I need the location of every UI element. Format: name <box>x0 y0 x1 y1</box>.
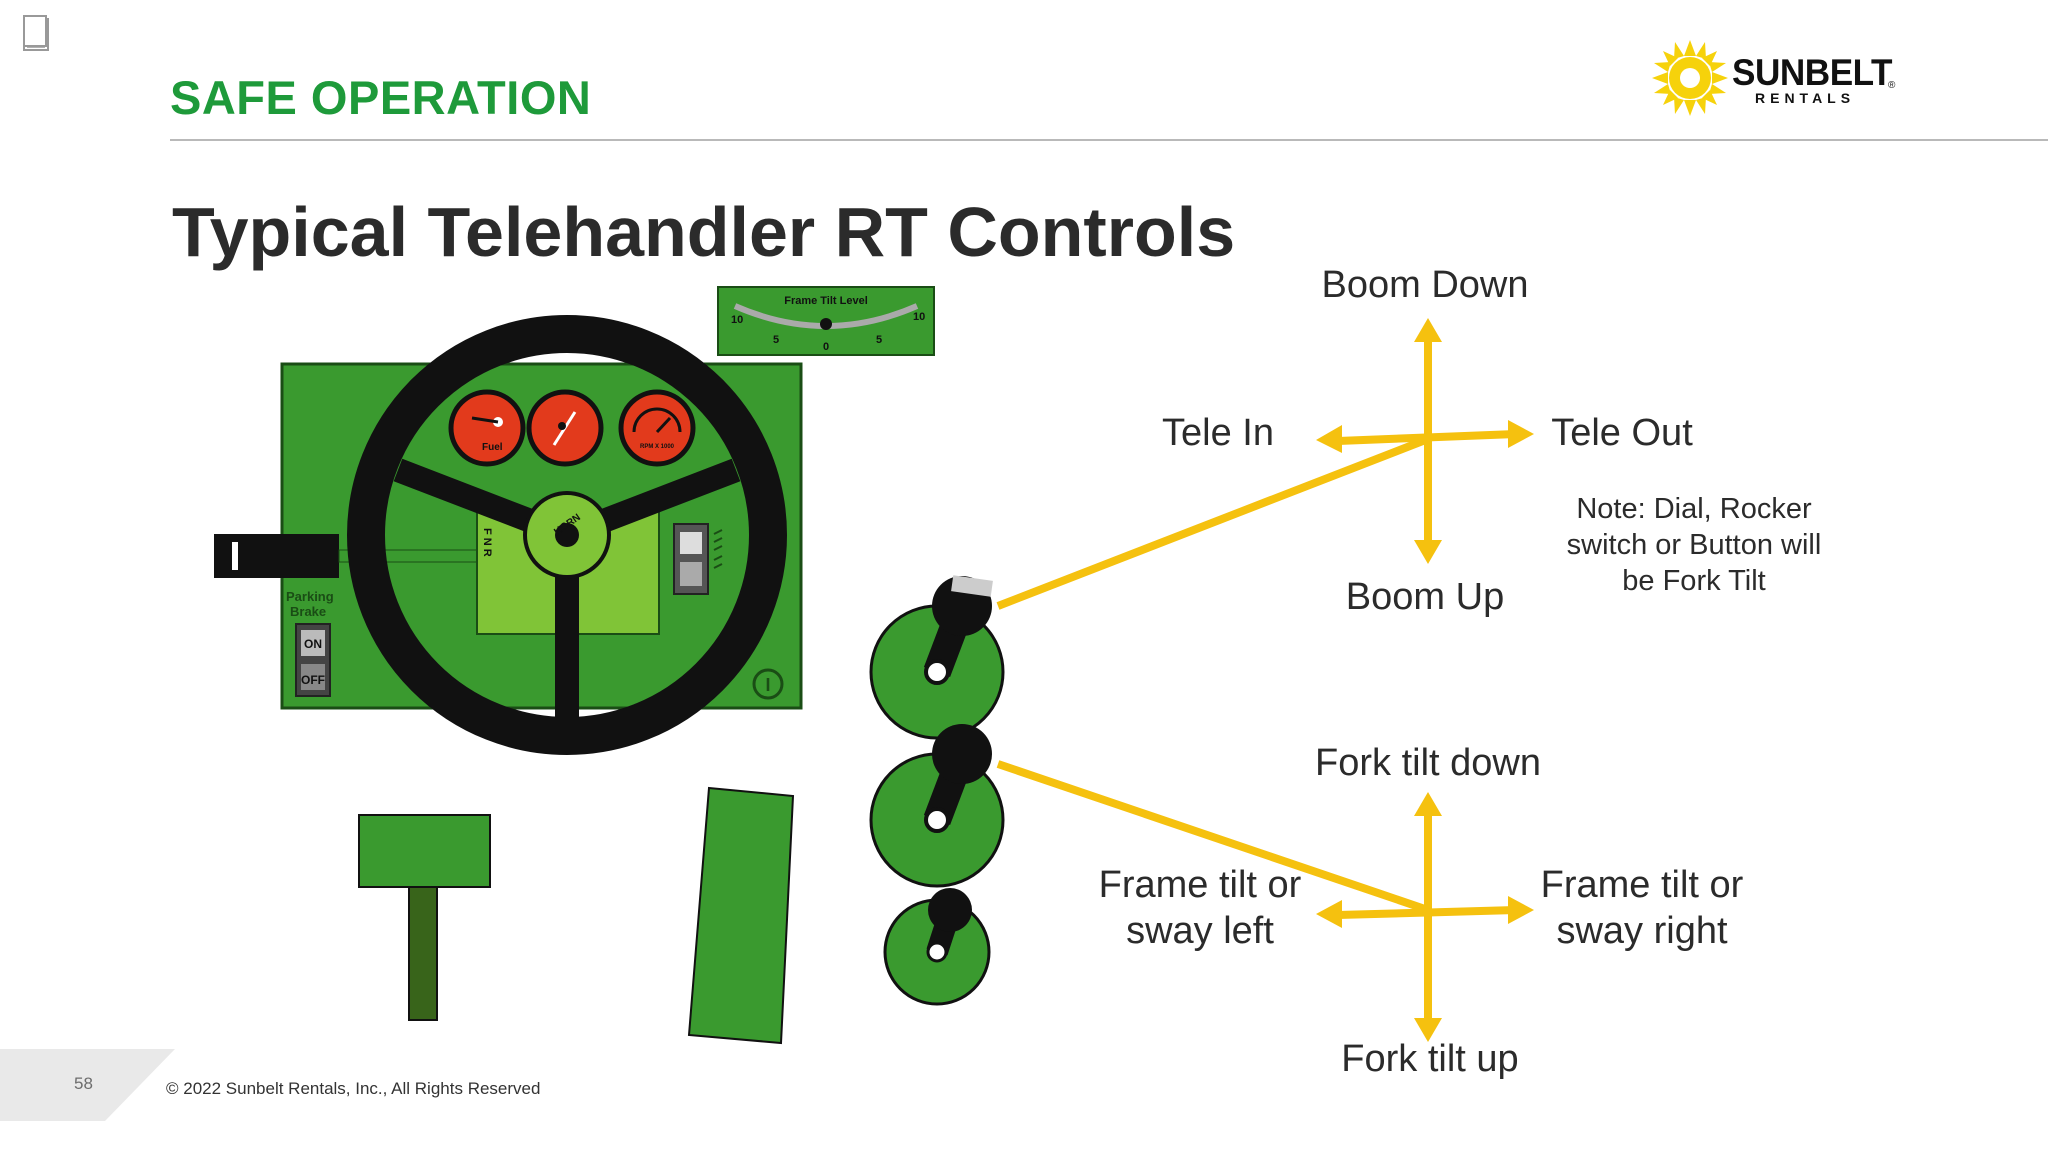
temperature-gauge <box>526 389 604 467</box>
tick-left-end: 10 <box>731 314 743 326</box>
frame-tilt-level-indicator: Frame Tilt Level 10 5 0 5 10 <box>717 286 935 356</box>
logo-subtext: RENTALS <box>1755 90 1856 106</box>
tachometer-label: RPM X 1000 <box>640 444 675 450</box>
label-frame-tilt-left: Frame tilt or sway left <box>1098 864 1302 952</box>
section-title: SAFE OPERATION <box>170 71 592 124</box>
label-fork-tilt-down: Fork tilt down <box>1315 742 1541 784</box>
slide-title: Typical Telehandler RT Controls <box>172 193 1236 271</box>
tachometer-gauge: RPM X 1000 <box>618 389 696 467</box>
parking-brake-label-1: Parking <box>286 589 334 604</box>
fork-tilt-note: Note: Dial, Rocker switch or Button will… <box>1566 493 1822 597</box>
header-divider <box>170 139 2048 141</box>
label-fork-tilt-up: Fork tilt up <box>1341 1038 1519 1080</box>
sunbelt-logo: SUNBELT RENTALS ® <box>1650 38 1900 118</box>
upper-direction-arrows <box>1316 318 1534 564</box>
label-boom-up: Boom Up <box>1345 576 1505 618</box>
gear-selector-letters: F N R <box>481 528 493 557</box>
joystick-middle[interactable] <box>869 724 1005 888</box>
frame-tilt-level-title: Frame Tilt Level <box>784 295 868 307</box>
label-boom-down: Boom Down <box>1321 264 1529 306</box>
label-frame-tilt-right: Frame tilt or sway right <box>1540 864 1744 952</box>
tick-right-end: 10 <box>913 311 925 323</box>
level-bubble <box>820 318 832 330</box>
joystick-upper[interactable] <box>869 575 1005 740</box>
parking-brake-off: OFF <box>301 673 325 687</box>
parking-brake-switch[interactable]: Parking Brake ON OFF <box>286 589 334 697</box>
label-tele-out: Tele Out <box>1551 412 1693 454</box>
footer-page-tab <box>0 1049 175 1121</box>
tick-right: 5 <box>876 334 882 346</box>
brake-pedal[interactable] <box>358 814 491 1021</box>
parking-brake-on: ON <box>304 637 322 651</box>
label-tele-in: Tele In <box>1162 412 1274 454</box>
copyright-text: © 2022 Sunbelt Rentals, Inc., All Rights… <box>166 1079 541 1098</box>
light-switch[interactable] <box>673 523 723 595</box>
logo-registered-mark: ® <box>1888 80 1896 91</box>
power-icon: I <box>752 668 784 700</box>
lower-leader-line <box>996 760 1430 914</box>
lower-direction-arrows <box>1316 792 1534 1042</box>
steering-wheel[interactable]: HORN <box>347 315 787 755</box>
joystick-lower[interactable] <box>883 888 991 1006</box>
tick-center: 0 <box>823 341 829 353</box>
fuel-gauge-label: Fuel <box>482 442 503 453</box>
page-number: 58 <box>74 1074 93 1093</box>
fuel-gauge: Fuel <box>448 389 526 467</box>
upper-leader-line <box>996 435 1430 610</box>
sun-logo-icon <box>1652 40 1728 116</box>
book-icon[interactable] <box>18 14 54 54</box>
logo-wordmark: SUNBELT <box>1732 52 1893 93</box>
power-symbol-text: I <box>765 675 770 695</box>
accelerator-pedal[interactable] <box>687 786 795 1045</box>
tick-left: 5 <box>773 334 779 346</box>
parking-brake-label-2: Brake <box>290 604 326 619</box>
